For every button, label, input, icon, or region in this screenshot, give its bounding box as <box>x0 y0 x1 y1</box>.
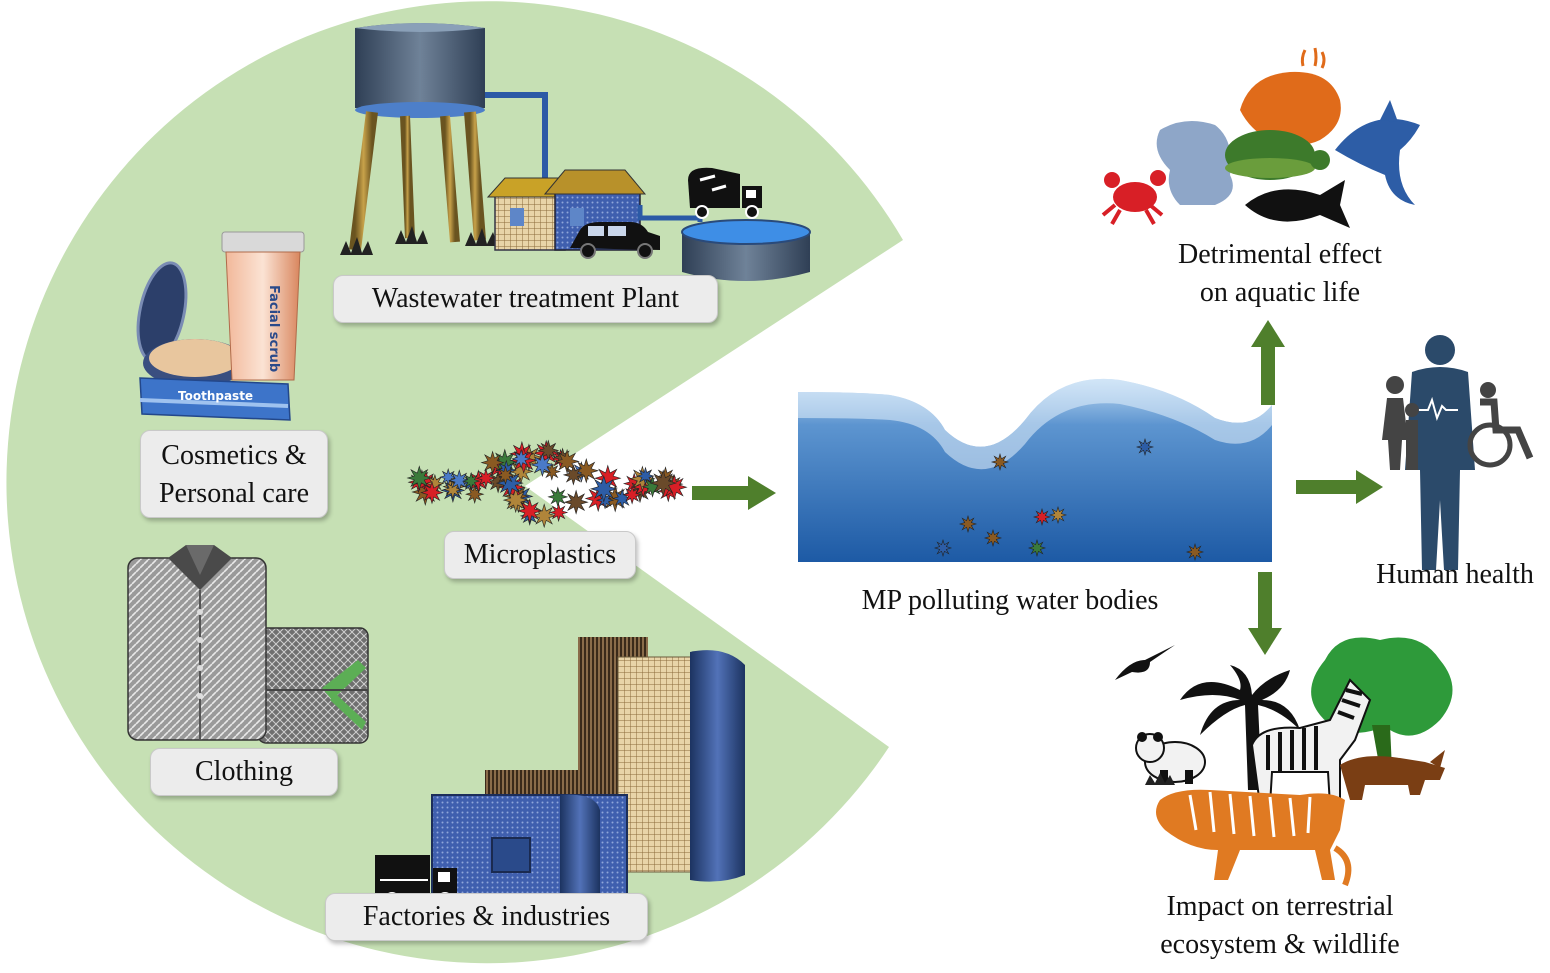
cosmetics-label-line2: Personal care <box>158 478 310 509</box>
microplastic-particle-icon <box>530 452 555 478</box>
aquatic-effect-line1: Detrimental effect <box>1178 239 1382 270</box>
water-particles <box>933 437 1205 562</box>
water-tower-icon <box>340 23 548 255</box>
microplastic-particle-icon <box>983 528 1003 548</box>
arrow-to-aquatic <box>1251 320 1285 405</box>
factories-label: Factories & industries <box>325 893 648 941</box>
aquatic-effect-line2: on aquatic life <box>1199 277 1361 308</box>
microplastic-particle-icon <box>1027 538 1047 558</box>
cosmetics-label: Cosmetics & Personal care <box>140 430 328 518</box>
tube-text: Facial scrub <box>266 285 281 372</box>
arrow-to-terrestrial <box>1248 572 1282 655</box>
microplastic-particle-icon <box>549 502 569 523</box>
microplastic-particle-icon <box>511 448 532 469</box>
microplastic-particle-icon <box>1185 542 1205 562</box>
human-health-group <box>1382 335 1534 570</box>
microplastic-particle-icon <box>622 485 642 505</box>
turtle-icon <box>1225 130 1330 180</box>
microplastic-particle-icon <box>480 450 505 475</box>
palm-tree-icon <box>1180 665 1300 790</box>
microplastic-pile <box>406 439 688 529</box>
water-body <box>798 378 1272 562</box>
wheelchair-icon <box>1467 382 1534 468</box>
terrestrial-impact-line2: ecosystem & wildlife <box>1160 929 1400 960</box>
tank-icon <box>637 205 811 281</box>
human-health-label: Human health <box>1376 559 1534 590</box>
microplastic-particle-icon <box>461 471 481 491</box>
tube-icon: Facial scrub <box>221 231 305 381</box>
terrestrial-impact-line1: Impact on terrestrial <box>1166 891 1394 922</box>
cosmetics-label-line1: Cosmetics & <box>161 440 307 471</box>
microplastic-particle-icon <box>1135 437 1155 457</box>
human-figure-icon <box>1405 335 1475 570</box>
microplastic-particle-icon <box>475 467 497 489</box>
microplastic-particle-icon <box>547 486 569 508</box>
clothing-label: Clothing <box>150 748 338 796</box>
toothpaste-icon: Toothpaste <box>139 377 291 421</box>
microplastic-particle-icon <box>636 466 655 486</box>
microplastic-particle-icon <box>420 480 444 505</box>
truck-icon <box>688 167 762 219</box>
factory-icon <box>431 770 628 906</box>
microplastic-particle-icon <box>589 475 618 503</box>
toothpaste-text: Toothpaste <box>178 389 253 403</box>
crab-icon <box>1101 170 1166 225</box>
fish-icon <box>1245 180 1350 228</box>
microplastic-particle-icon <box>933 538 953 558</box>
panda-icon <box>1135 732 1206 785</box>
terrestrial-impact-label: Impact on terrestrial ecosystem & wildli… <box>1120 888 1440 964</box>
microplastic-particle-icon <box>465 484 485 504</box>
wastewater-label: Wastewater treatment Plant <box>333 275 718 323</box>
water-bodies-label: MP polluting water bodies <box>861 585 1159 616</box>
dolphin-icon <box>1335 100 1420 205</box>
rhino-icon <box>1340 750 1445 800</box>
microplastic-particle-icon <box>495 465 516 486</box>
arrow-to-human <box>1296 470 1383 504</box>
microplastic-particle-icon <box>448 469 471 492</box>
zebra-icon <box>1250 678 1372 806</box>
aquatic-life-group <box>1101 47 1420 228</box>
microplastic-particle-icon <box>439 468 458 487</box>
microplastic-particle-icon <box>406 465 433 491</box>
microplastic-particle-icon <box>502 487 529 514</box>
bird-icon <box>1115 645 1175 680</box>
microplastic-particle-icon <box>517 498 543 524</box>
microplastic-particle-icon <box>958 514 978 534</box>
compact-icon <box>136 261 247 387</box>
microplastic-particle-icon <box>649 469 677 497</box>
microplastic-particle-icon <box>1032 507 1052 527</box>
car-icon <box>570 222 660 259</box>
microplastic-particle-icon <box>537 439 560 462</box>
family-icon <box>1382 376 1419 470</box>
aquatic-effect-label: Detrimental effect on aquatic life <box>1130 236 1430 312</box>
microplastic-particle-icon <box>562 464 585 486</box>
terrestrial-group <box>1115 637 1453 887</box>
microplastics-label: Microplastics <box>444 531 636 579</box>
microplastic-particle-icon <box>990 452 1010 472</box>
microplastic-particle-icon <box>563 489 589 515</box>
arrow-to-water <box>692 476 776 510</box>
microplastic-particle-icon <box>1048 505 1068 525</box>
tiger-icon <box>1156 789 1352 887</box>
bear-icon <box>1156 121 1233 205</box>
shirt-icon <box>127 545 369 744</box>
